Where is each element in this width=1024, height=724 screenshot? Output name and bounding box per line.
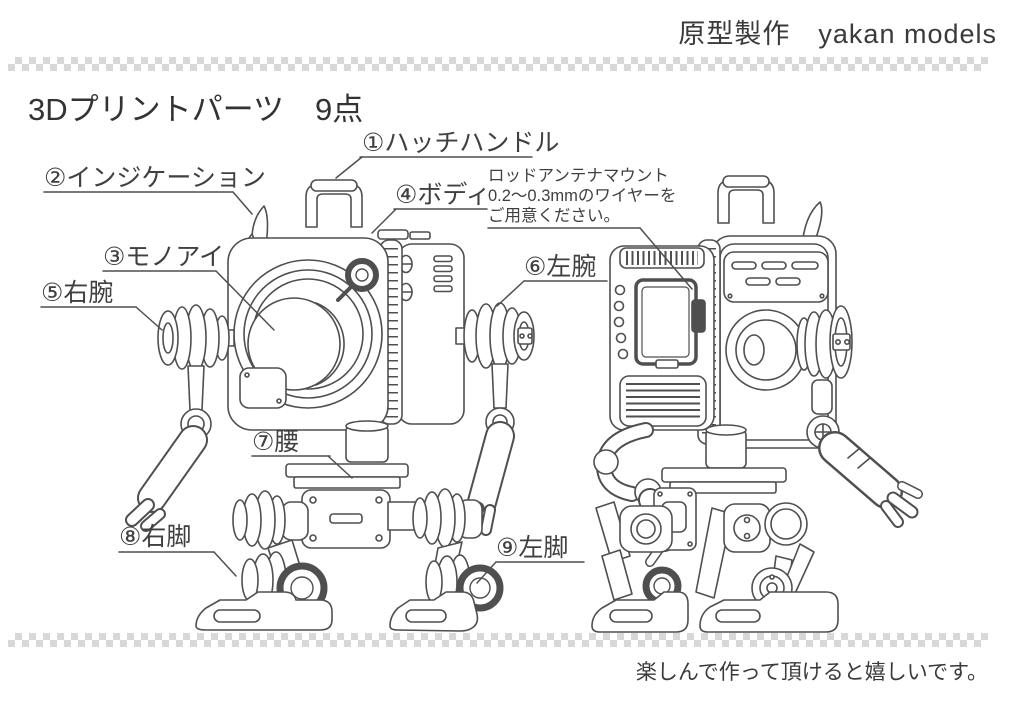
antenna-note-line3: ご用意ください。 (488, 207, 620, 225)
checker-divider-bottom (8, 633, 988, 647)
robot-front-view (125, 179, 535, 632)
robot-rear-view (591, 175, 923, 633)
header-credit: 原型製作 yakan models (678, 19, 997, 49)
footer-message: 楽しんで作って頂けると嬉しいです。 (635, 661, 988, 684)
label-left-arm: ⑥左腕 (524, 253, 597, 281)
page-title: 3Dプリントパーツ 9点 (28, 92, 364, 127)
label-body: ④ボディ (395, 181, 491, 209)
label-leader-lines (40, 156, 693, 584)
checker-divider-top (8, 57, 988, 71)
antenna-note-line1: ロッドアンテナマウント (488, 167, 669, 185)
label-left-leg: ⑨左脚 (496, 534, 569, 562)
label-right-leg: ⑧右脚 (119, 523, 192, 551)
label-mono-eye: ③モノアイ (103, 243, 225, 271)
label-hatch-handle: ①ハッチハンドル (362, 129, 560, 157)
label-right-arm: ⑤右腕 (41, 279, 114, 307)
antenna-note: ロッドアンテナマウント 0.2〜0.3mmのワイヤーを ご用意ください。 (488, 166, 676, 226)
antenna-note-line2: 0.2〜0.3mmのワイヤーを (488, 187, 677, 205)
label-indication: ②インジケーション (44, 164, 266, 192)
label-waist: ⑦腰 (252, 428, 300, 456)
